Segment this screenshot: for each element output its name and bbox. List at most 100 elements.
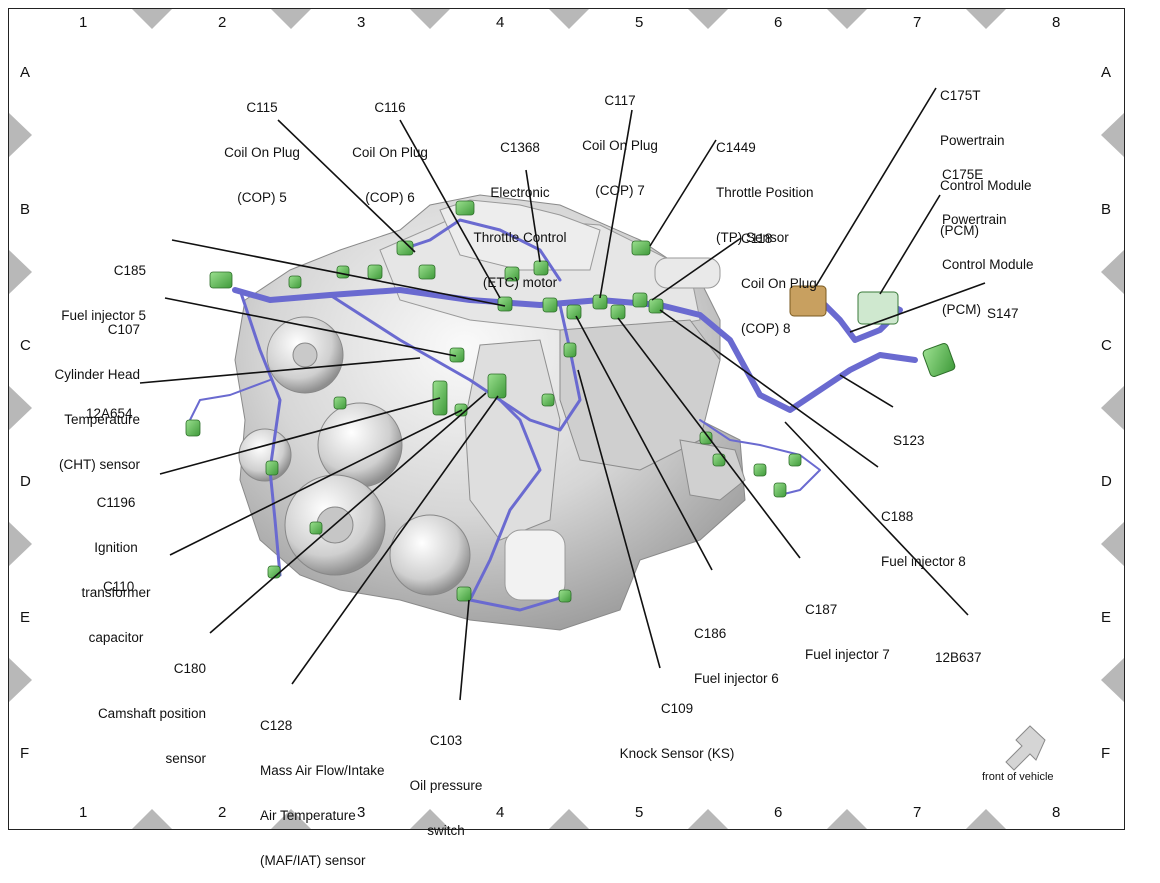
grid-row-left-A: A xyxy=(20,64,31,81)
grid-col-bottom-1: 1 xyxy=(79,804,88,821)
leader-12a654 xyxy=(139,357,421,384)
leader-s147 xyxy=(849,282,986,333)
connector-9 xyxy=(455,200,475,216)
grid-row-left-E: E xyxy=(20,609,31,626)
callout-c128-line-4: (MAF/IAT) sensor xyxy=(260,853,366,868)
right-marker-4 xyxy=(1101,522,1124,566)
arrow-icon xyxy=(1005,725,1046,771)
callout-c186-line-1: C186 xyxy=(694,626,727,641)
callout-c188-line-2: Fuel injector 8 xyxy=(881,554,966,569)
callout-c1368-line-4: (ETC) motor xyxy=(482,275,558,290)
harness-center-drop xyxy=(498,303,582,432)
callout-c185-line-2: Fuel injector 5 xyxy=(61,308,146,323)
leader-c1449 xyxy=(649,139,717,247)
connector-30 xyxy=(788,453,802,467)
top-marker-4 xyxy=(549,9,589,29)
callout-c187-line-2: Fuel injector 7 xyxy=(805,647,890,662)
leader-c103 xyxy=(459,599,470,701)
callout-c1196-line-1: C1196 xyxy=(96,495,136,510)
connector-2 xyxy=(185,419,201,437)
callout-c109-line-2: Knock Sensor (KS) xyxy=(619,746,735,761)
grid-col-top-5: 5 xyxy=(635,14,644,31)
grid-col-bottom-2: 2 xyxy=(218,804,227,821)
callout-c109: C109 Knock Sensor (KS) xyxy=(602,671,752,776)
callout-12b637: 12B637 xyxy=(935,620,982,680)
connector-16 xyxy=(610,304,626,320)
right-marker-5 xyxy=(1101,658,1124,702)
pulley-lower xyxy=(389,514,471,596)
cylinder-head-right xyxy=(559,319,721,471)
left-marker-5 xyxy=(9,658,32,702)
connector-25 xyxy=(563,342,577,358)
callout-c110: C110 xyxy=(103,549,134,609)
leader-c109 xyxy=(577,369,661,669)
callout-c128-line-1: C128 xyxy=(260,718,293,733)
callout-c185-line-1: C185 xyxy=(113,263,146,278)
callout-c1196: C1196 Ignition transformer capacitor xyxy=(66,465,166,660)
throttle-body xyxy=(439,199,601,271)
leader-lines xyxy=(139,87,986,701)
bottom-marker-7 xyxy=(966,809,1006,829)
connector-11 xyxy=(533,260,549,276)
callout-c118: C118 Coil On Plug (COP) 8 xyxy=(741,201,817,351)
harness-left-loop xyxy=(238,288,282,577)
grid-row-left-B: B xyxy=(20,201,31,218)
callout-c187: C187 Fuel injector 7 xyxy=(805,572,890,677)
connector-35 xyxy=(288,275,302,289)
grid-col-bottom-5: 5 xyxy=(635,804,644,821)
callout-c107: C107 Cylinder Head Temperature (CHT) sen… xyxy=(20,292,140,487)
callout-c116-line-1: C116 xyxy=(374,100,406,115)
harness-top-loop xyxy=(398,218,562,282)
callout-c180-line-1: C180 xyxy=(173,661,206,676)
leader-c185 xyxy=(171,239,506,307)
grid-row-right-F: F xyxy=(1101,745,1111,762)
right-marker-2 xyxy=(1101,250,1124,294)
callout-c110-line-1: C110 xyxy=(103,579,135,594)
leader-c117 xyxy=(599,109,633,299)
grid-row-right-A: A xyxy=(1101,64,1112,81)
left-marker-3 xyxy=(9,386,32,430)
callout-c175t: C175T Powertrain Control Module (PCM) xyxy=(940,58,1032,253)
callout-c128-line-3: Air Temperature xyxy=(260,808,356,823)
leader-c116 xyxy=(399,119,501,299)
grid-row-right-B: B xyxy=(1101,201,1112,218)
bottom-marker-5 xyxy=(688,809,728,829)
callout-c128: C128 Mass Air Flow/Intake Air Temperatur… xyxy=(260,688,385,883)
connector-12 xyxy=(542,297,558,313)
callout-c107-line-4: (CHT) sensor xyxy=(58,457,140,472)
bottom-marker-1 xyxy=(132,809,172,829)
connector-17 xyxy=(632,292,648,308)
callout-12a654: 12A654 xyxy=(86,376,133,436)
leader-c175t xyxy=(815,87,937,287)
connector-8 xyxy=(396,240,414,256)
callout-c115-line-1: C115 xyxy=(246,100,278,115)
pulley-upper-hub xyxy=(292,342,318,368)
callout-c117-line-3: (COP) 7 xyxy=(595,183,645,198)
connector-4 xyxy=(267,565,281,579)
connector-10 xyxy=(504,266,520,282)
leader-c110 xyxy=(169,409,463,556)
callout-12a654-line-1: 12A654 xyxy=(86,406,133,421)
grid-row-left-F: F xyxy=(20,745,30,762)
callout-c117: C117 Coil On Plug (COP) 7 xyxy=(575,63,665,213)
harness-left-small xyxy=(189,379,271,421)
callout-c186-line-2: Fuel injector 6 xyxy=(694,671,779,686)
callout-c1368-line-3: Throttle Control xyxy=(473,230,567,245)
callout-c115: C115 Coil On Plug (COP) 5 xyxy=(222,70,302,220)
bottom-marker-2 xyxy=(271,809,311,829)
connector-32 xyxy=(456,586,472,602)
leader-c1196 xyxy=(159,397,441,475)
callout-c180: C180 Camshaft position sensor xyxy=(60,631,206,781)
callout-c118-line-2: Coil On Plug xyxy=(741,276,817,291)
connector-28 xyxy=(753,463,767,477)
bottom-marker-4 xyxy=(549,809,589,829)
diagram-frame xyxy=(8,8,1125,830)
callout-c175e-line-1: C175E xyxy=(942,167,984,182)
callout-c1196-line-3: transformer xyxy=(81,585,151,600)
callout-c118-line-1: C118 xyxy=(741,231,773,246)
front-of-vehicle-caption: front of vehicle xyxy=(982,771,1054,783)
callout-c103-line-3: switch xyxy=(427,823,465,838)
connector-14 xyxy=(566,304,582,320)
callout-c1449: C1449 Throttle Position (TP) Sensor xyxy=(716,110,814,260)
leader-c188 xyxy=(659,309,879,468)
